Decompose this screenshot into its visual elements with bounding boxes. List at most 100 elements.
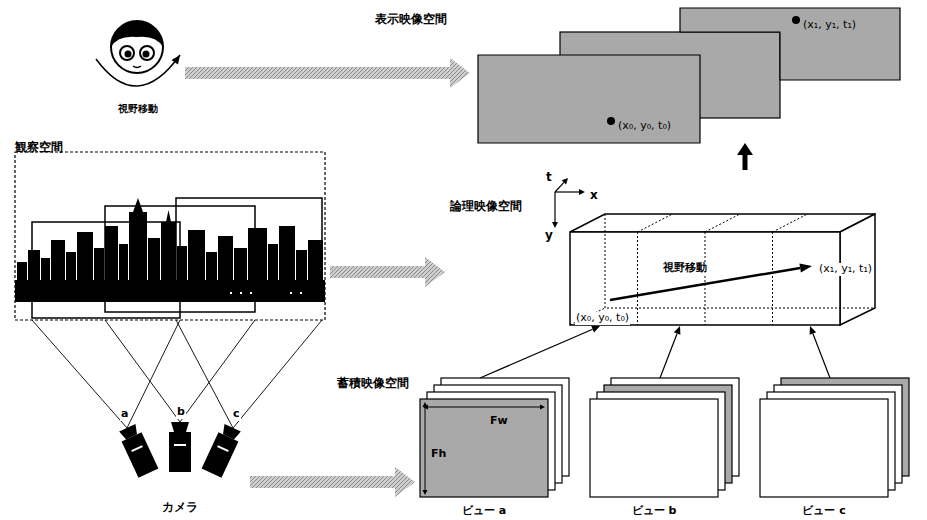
flow-arrow	[185, 58, 470, 88]
frame-width-label: Fw	[490, 415, 508, 428]
flow-arrow-head	[425, 257, 445, 287]
display-frame: (x₀, y₀, t₀)	[478, 55, 700, 143]
hidden-edge	[605, 214, 875, 308]
y-axis-shaft	[554, 192, 555, 222]
observation-border	[15, 152, 325, 320]
camera-body	[169, 432, 191, 472]
flow-arrow-head	[810, 326, 817, 335]
time-divider	[705, 214, 740, 232]
x-axis-shaft	[555, 191, 579, 192]
flow-arrow-shaft	[813, 333, 830, 378]
frame-fill	[680, 8, 900, 80]
view-label: ビュー c	[802, 505, 845, 518]
view-stack-outline	[760, 378, 909, 520]
t-axis-head	[562, 178, 568, 184]
viewer-caption: 視野移動	[118, 103, 158, 115]
coordinate-label: (x₀, y₀, t₀)	[575, 312, 630, 325]
ground-band	[15, 280, 325, 302]
view-line	[180, 320, 255, 422]
flow-arrow	[330, 257, 445, 287]
height-arrow-head	[423, 402, 428, 407]
camera-symbol	[117, 423, 158, 478]
space-heading: 論理映像空間	[450, 200, 522, 214]
box-top-face	[570, 214, 875, 232]
window-light	[230, 292, 232, 294]
flow-arrow-shaft	[330, 266, 425, 278]
observation-space-outline	[10, 135, 330, 322]
view-frame	[590, 399, 718, 497]
cameras	[117, 422, 242, 478]
spire	[166, 210, 171, 222]
axis-label: y	[544, 229, 554, 243]
view-path-arrow-head	[799, 264, 812, 273]
flow-arrow	[480, 326, 600, 378]
flow-arrow-head	[737, 143, 753, 155]
view-stack: ビュー a FwFh	[420, 378, 569, 520]
width-arrow-shaft	[428, 407, 540, 408]
time-divider	[637, 232, 638, 325]
flow-arrow	[250, 467, 415, 497]
coordinate-label: (x₁, y₁, t₁)	[818, 263, 873, 276]
viewer-figure-outline	[90, 15, 185, 117]
view-line	[32, 320, 127, 428]
flow-arrow-shaft	[250, 476, 395, 488]
camera-body	[202, 432, 239, 478]
x-axis-head	[579, 189, 585, 195]
flow-arrow	[810, 326, 830, 378]
frame-height-label: Fh	[431, 448, 446, 461]
turn-arc-head	[172, 55, 181, 65]
box-front-face	[570, 232, 840, 325]
camera-label: c	[232, 408, 241, 421]
flow-arrow-shaft	[743, 155, 748, 170]
point-dot	[607, 117, 615, 125]
flow-arrow-head	[450, 58, 470, 88]
y-axis-head	[552, 222, 558, 228]
view-stack: ビュー c	[760, 378, 909, 520]
camera-detail	[174, 444, 186, 446]
building	[129, 212, 147, 290]
window-light	[240, 292, 242, 294]
coordinate-label: (x₁, y₁, t₁)	[803, 19, 856, 32]
head	[111, 21, 163, 73]
display-frame: (x₁, y₁, t₁)	[680, 8, 900, 80]
camera-body	[122, 432, 159, 478]
camera-symbol	[169, 422, 191, 472]
camera-detail	[131, 445, 143, 452]
t-axis-shaft	[555, 182, 564, 192]
logical-video-space: 論理映像空間	[445, 170, 880, 326]
camera-frame	[32, 222, 180, 318]
window-light	[300, 292, 302, 294]
mouth	[133, 66, 141, 68]
eye	[120, 46, 134, 60]
time-divider	[705, 232, 706, 325]
observation-space: 観察空間	[10, 135, 330, 322]
stored-video-space: 蓄積映像空間ビュー aFwFhビュー bビュー c	[415, 370, 912, 518]
camera-label: a	[120, 408, 129, 421]
viewer-figure: 視野移動	[90, 15, 185, 117]
camera-lens	[119, 424, 140, 441]
view-label: ビュー b	[632, 505, 677, 518]
camera-lens	[220, 424, 241, 441]
flow-arrow	[660, 326, 680, 378]
camera-frame	[176, 198, 322, 296]
time-divider	[773, 214, 808, 232]
spire	[133, 198, 143, 212]
camera-label: b	[176, 406, 186, 419]
axis-label: x	[589, 189, 599, 203]
view-frame	[760, 399, 888, 497]
flow-arrow-shaft	[185, 67, 450, 79]
turn-arc	[96, 55, 180, 86]
city-scene	[15, 152, 325, 320]
view-label: ビュー a	[462, 505, 506, 518]
pupil	[143, 51, 150, 58]
frame-fill	[478, 55, 700, 143]
pupil	[125, 51, 132, 58]
camera-detail	[217, 445, 229, 452]
space-heading: 観察空間	[15, 141, 63, 155]
dimension-arrows	[423, 402, 546, 495]
camera-lens	[171, 422, 189, 432]
camera-view-lines	[32, 320, 322, 428]
flow-arrow	[737, 143, 753, 170]
motion-label: 視野移動	[662, 262, 708, 275]
